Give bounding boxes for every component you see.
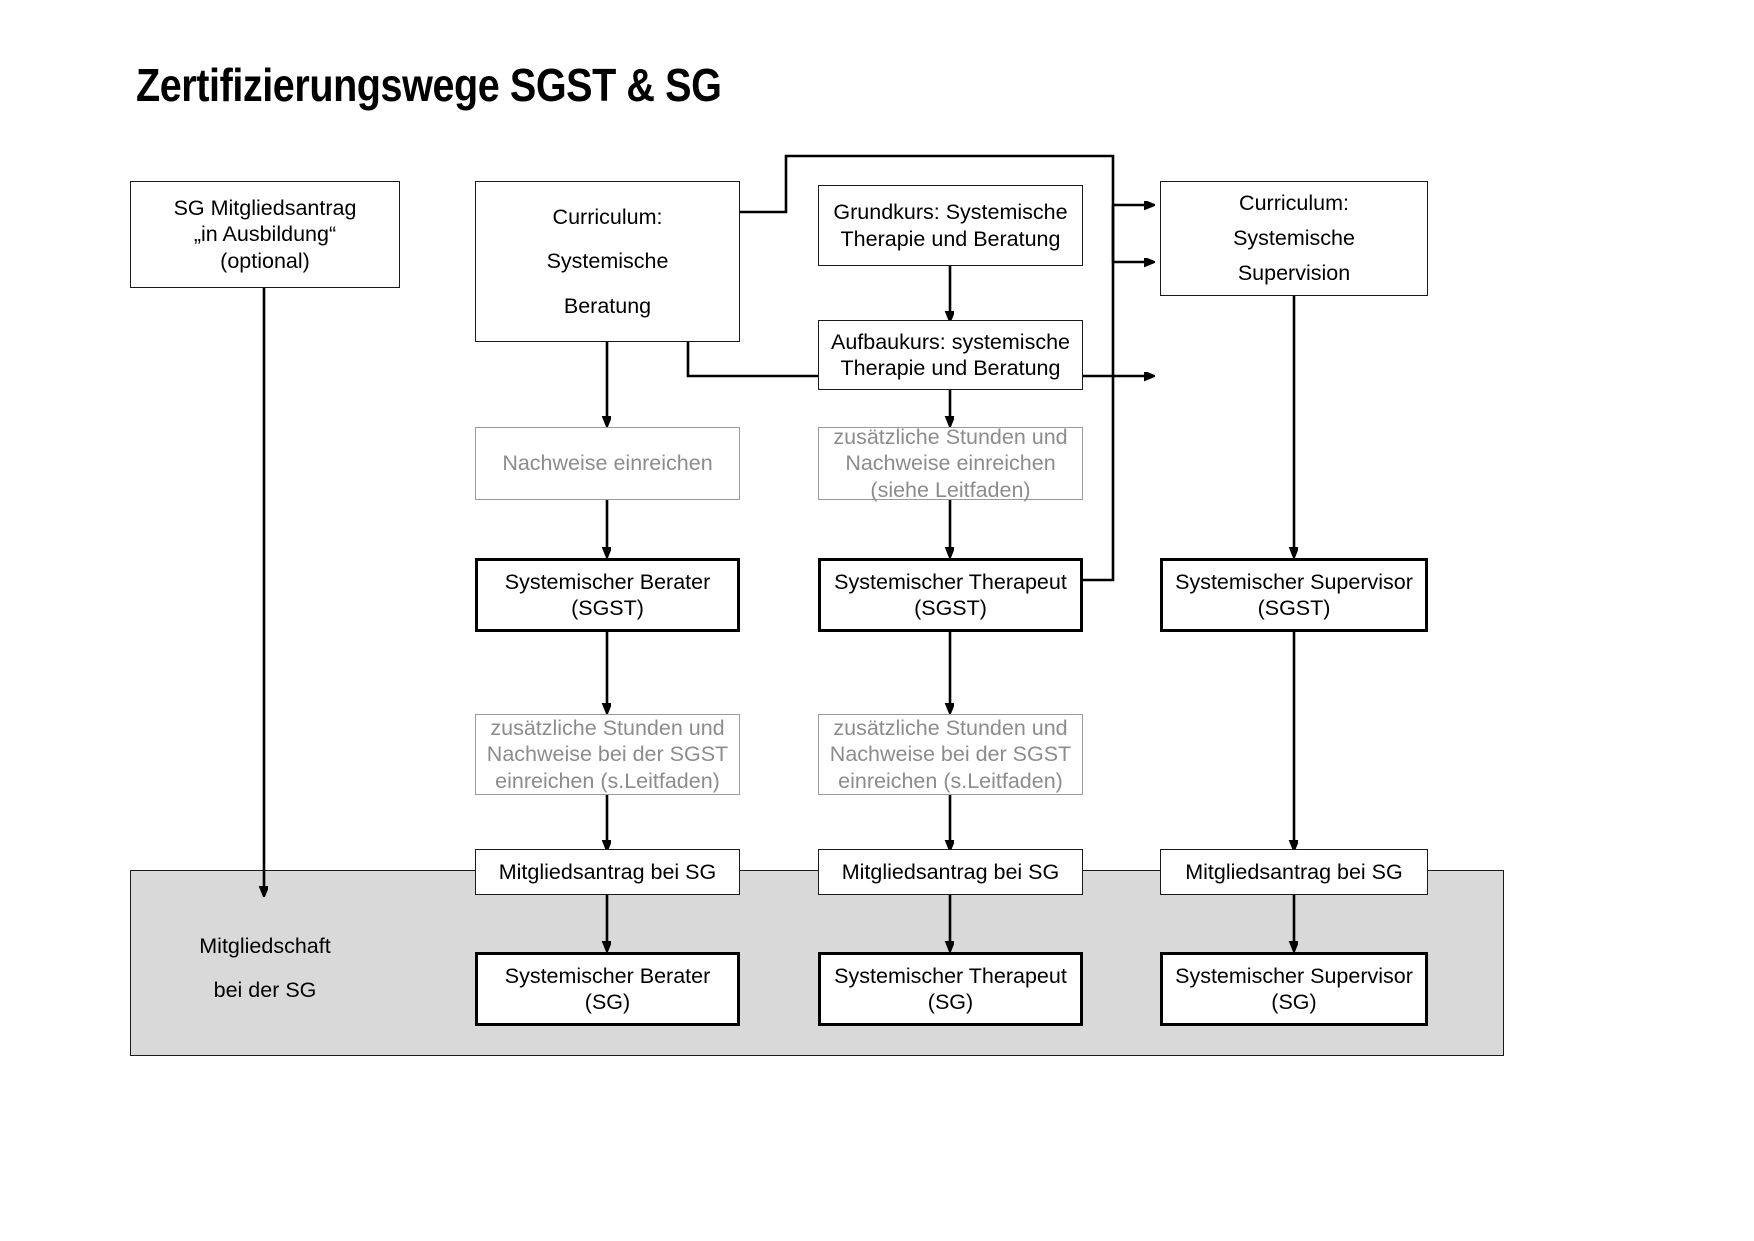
- node-line: Nachweise einreichen: [502, 451, 713, 476]
- node-line: (SGST): [571, 596, 644, 620]
- node-curriculum-supervision[interactable]: Curriculum: Systemische Supervision: [1160, 181, 1428, 296]
- node-line: Nachweise bei der SGST: [829, 742, 1072, 767]
- node-line: zusätzliche Stunden und: [833, 716, 1068, 741]
- node-line: Systemischer Supervisor: [1175, 569, 1413, 594]
- node-line: Systemischer Therapeut: [834, 963, 1067, 988]
- node-line: Mitgliedsantrag bei SG: [1185, 859, 1403, 884]
- node-line: (SG): [1271, 990, 1317, 1014]
- node-line: (SG): [584, 990, 631, 1014]
- node-line: Systemische: [1233, 226, 1355, 251]
- node-zusatz-therapeut[interactable]: zusätzliche Stunden und Nachweise bei de…: [818, 714, 1083, 795]
- node-line: SG Mitgliedsantrag: [173, 196, 357, 221]
- node-line: (SG): [927, 990, 974, 1014]
- node-line: Beratung: [563, 293, 652, 318]
- node-berater-sg[interactable]: Systemischer Berater (SG): [475, 952, 740, 1026]
- node-line: Nachweise bei der SGST: [486, 742, 729, 767]
- node-antrag-berater[interactable]: Mitgliedsantrag bei SG: [475, 849, 740, 895]
- node-line: (SGST): [1257, 596, 1331, 620]
- node-line: (SGST): [914, 596, 987, 620]
- node-line: Grundkurs: Systemische: [833, 200, 1068, 225]
- node-line: Systemischer Therapeut: [834, 569, 1067, 594]
- node-sg-member-optional[interactable]: SG Mitgliedsantrag „in Ausbildung“ (opti…: [130, 181, 400, 288]
- node-line: Supervision: [1237, 260, 1351, 285]
- node-line: Mitgliedsantrag bei SG: [841, 859, 1060, 884]
- node-nachweise-therapie[interactable]: zusätzliche Stunden und Nachweise einrei…: [818, 425, 1083, 502]
- node-line: Systemische: [546, 249, 669, 274]
- node-supervisor-sgst[interactable]: Systemischer Supervisor (SGST): [1160, 558, 1428, 632]
- node-line: Therapie und Beratung: [840, 226, 1061, 251]
- page-title: Zertifizierungswege SGST & SG: [136, 59, 722, 111]
- node-line: Curriculum:: [552, 205, 663, 230]
- node-grundkurs[interactable]: Grundkurs: Systemische Therapie und Bera…: [818, 185, 1083, 266]
- node-line: Systemischer Berater: [504, 569, 711, 594]
- node-line: einreichen (s.Leitfaden): [495, 768, 720, 793]
- node-aufbaukurs[interactable]: Aufbaukurs: systemische Therapie und Ber…: [818, 320, 1083, 390]
- node-line: Systemischer Supervisor: [1175, 963, 1413, 988]
- node-line: einreichen (s.Leitfaden): [838, 768, 1063, 793]
- band-label-line: Mitgliedschaft: [199, 933, 331, 958]
- node-nachweise-beratung[interactable]: Nachweise einreichen: [475, 427, 740, 500]
- node-curriculum-beratung[interactable]: Curriculum: Systemische Beratung: [475, 181, 740, 342]
- node-line: (optional): [220, 248, 310, 273]
- node-line: Nachweise einreichen: [845, 451, 1056, 476]
- node-zusatz-berater[interactable]: zusätzliche Stunden und Nachweise bei de…: [475, 714, 740, 795]
- node-line: (siehe Leitfaden): [870, 477, 1031, 502]
- node-line: zusätzliche Stunden und: [490, 716, 725, 741]
- node-antrag-therapeut[interactable]: Mitgliedsantrag bei SG: [818, 849, 1083, 895]
- node-antrag-supervisor[interactable]: Mitgliedsantrag bei SG: [1160, 849, 1428, 895]
- node-line: Curriculum:: [1239, 191, 1349, 216]
- node-line: zusätzliche Stunden und: [833, 425, 1068, 450]
- node-line: „in Ausbildung“: [193, 222, 337, 247]
- node-supervisor-sg[interactable]: Systemischer Supervisor (SG): [1160, 952, 1428, 1026]
- node-line: Aufbaukurs: systemische: [831, 329, 1070, 354]
- node-line: Systemischer Berater: [504, 963, 711, 988]
- membership-band-label: Mitgliedschaft bei der SG: [150, 918, 380, 1018]
- node-therapeut-sg[interactable]: Systemischer Therapeut (SG): [818, 952, 1083, 1026]
- node-berater-sgst[interactable]: Systemischer Berater (SGST): [475, 558, 740, 632]
- node-line: Mitgliedsantrag bei SG: [498, 859, 717, 884]
- band-label-line: bei der SG: [213, 978, 317, 1002]
- node-line: Therapie und Beratung: [840, 356, 1061, 380]
- node-therapeut-sgst[interactable]: Systemischer Therapeut (SGST): [818, 558, 1083, 632]
